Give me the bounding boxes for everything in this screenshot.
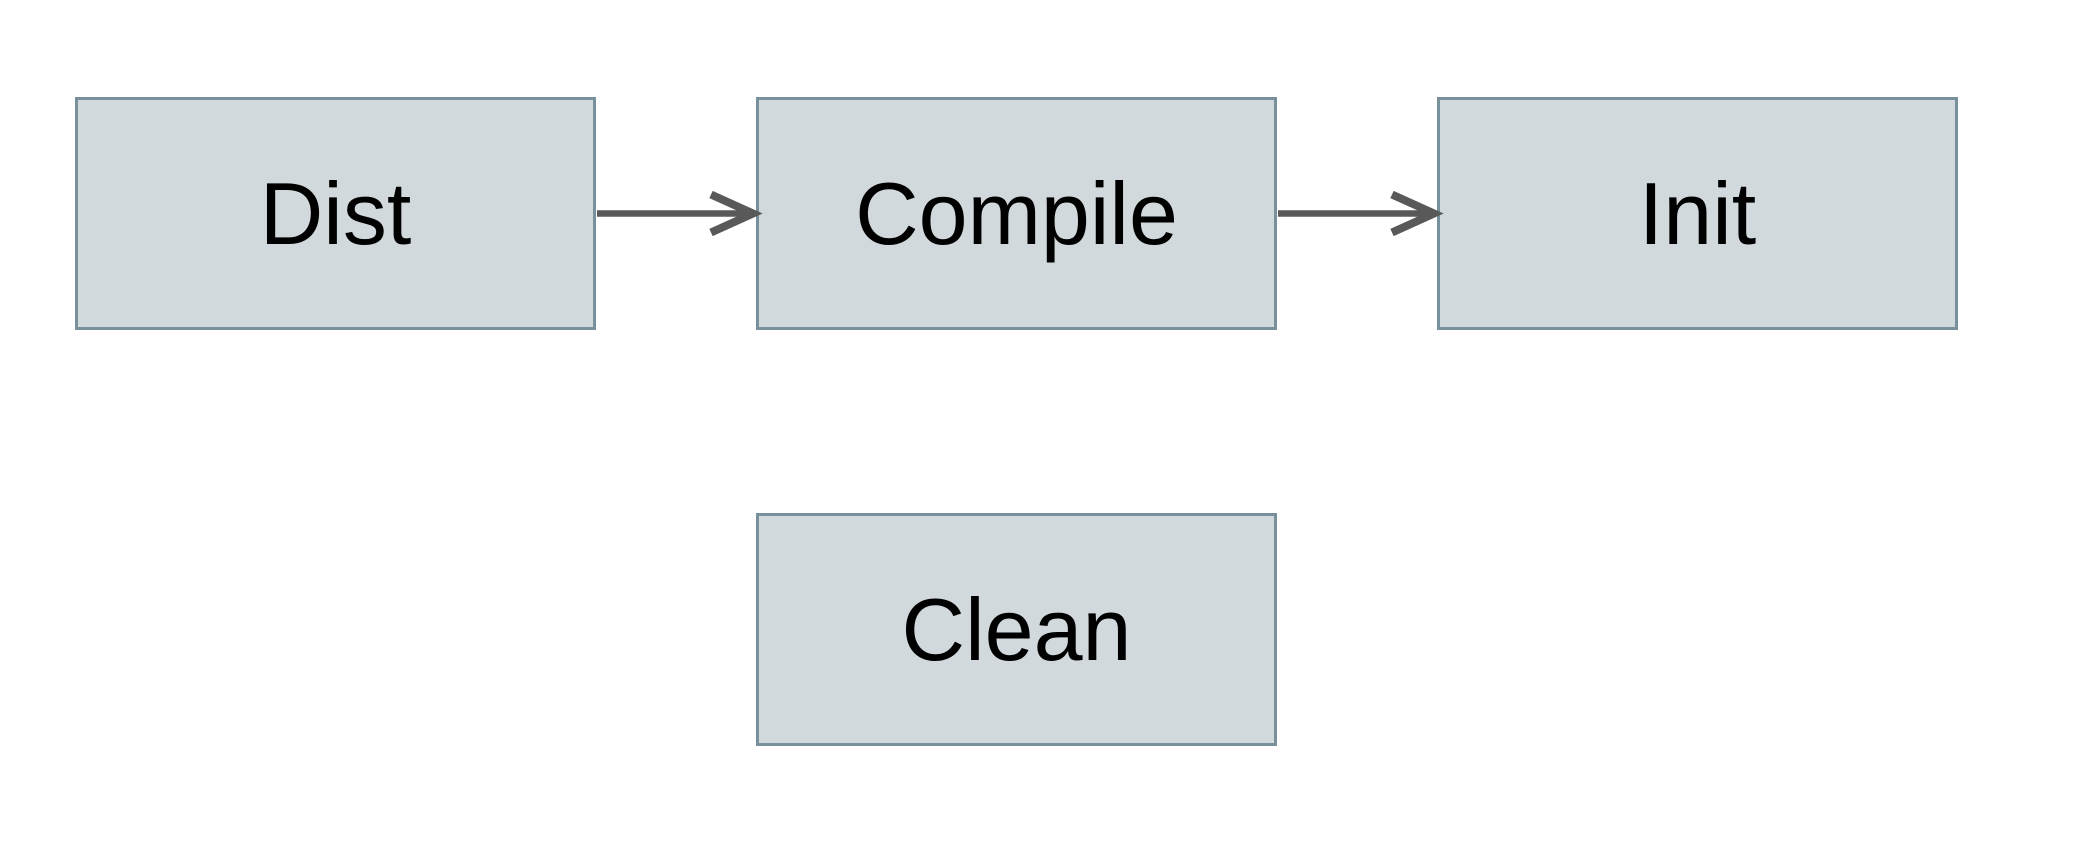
node-clean-label: Clean [901, 579, 1132, 679]
arrow-head-icon [1390, 190, 1444, 237]
node-compile-label: Compile [855, 163, 1178, 263]
node-init: Init [1437, 97, 1958, 330]
node-compile: Compile [756, 97, 1277, 330]
arrow-head-icon [709, 190, 763, 237]
arrow-compile-to-init [1278, 190, 1444, 237]
arrow-dist-to-compile [597, 190, 763, 237]
node-dist: Dist [75, 97, 596, 330]
node-init-label: Init [1638, 163, 1757, 263]
node-dist-label: Dist [259, 163, 412, 263]
node-clean: Clean [756, 513, 1277, 746]
